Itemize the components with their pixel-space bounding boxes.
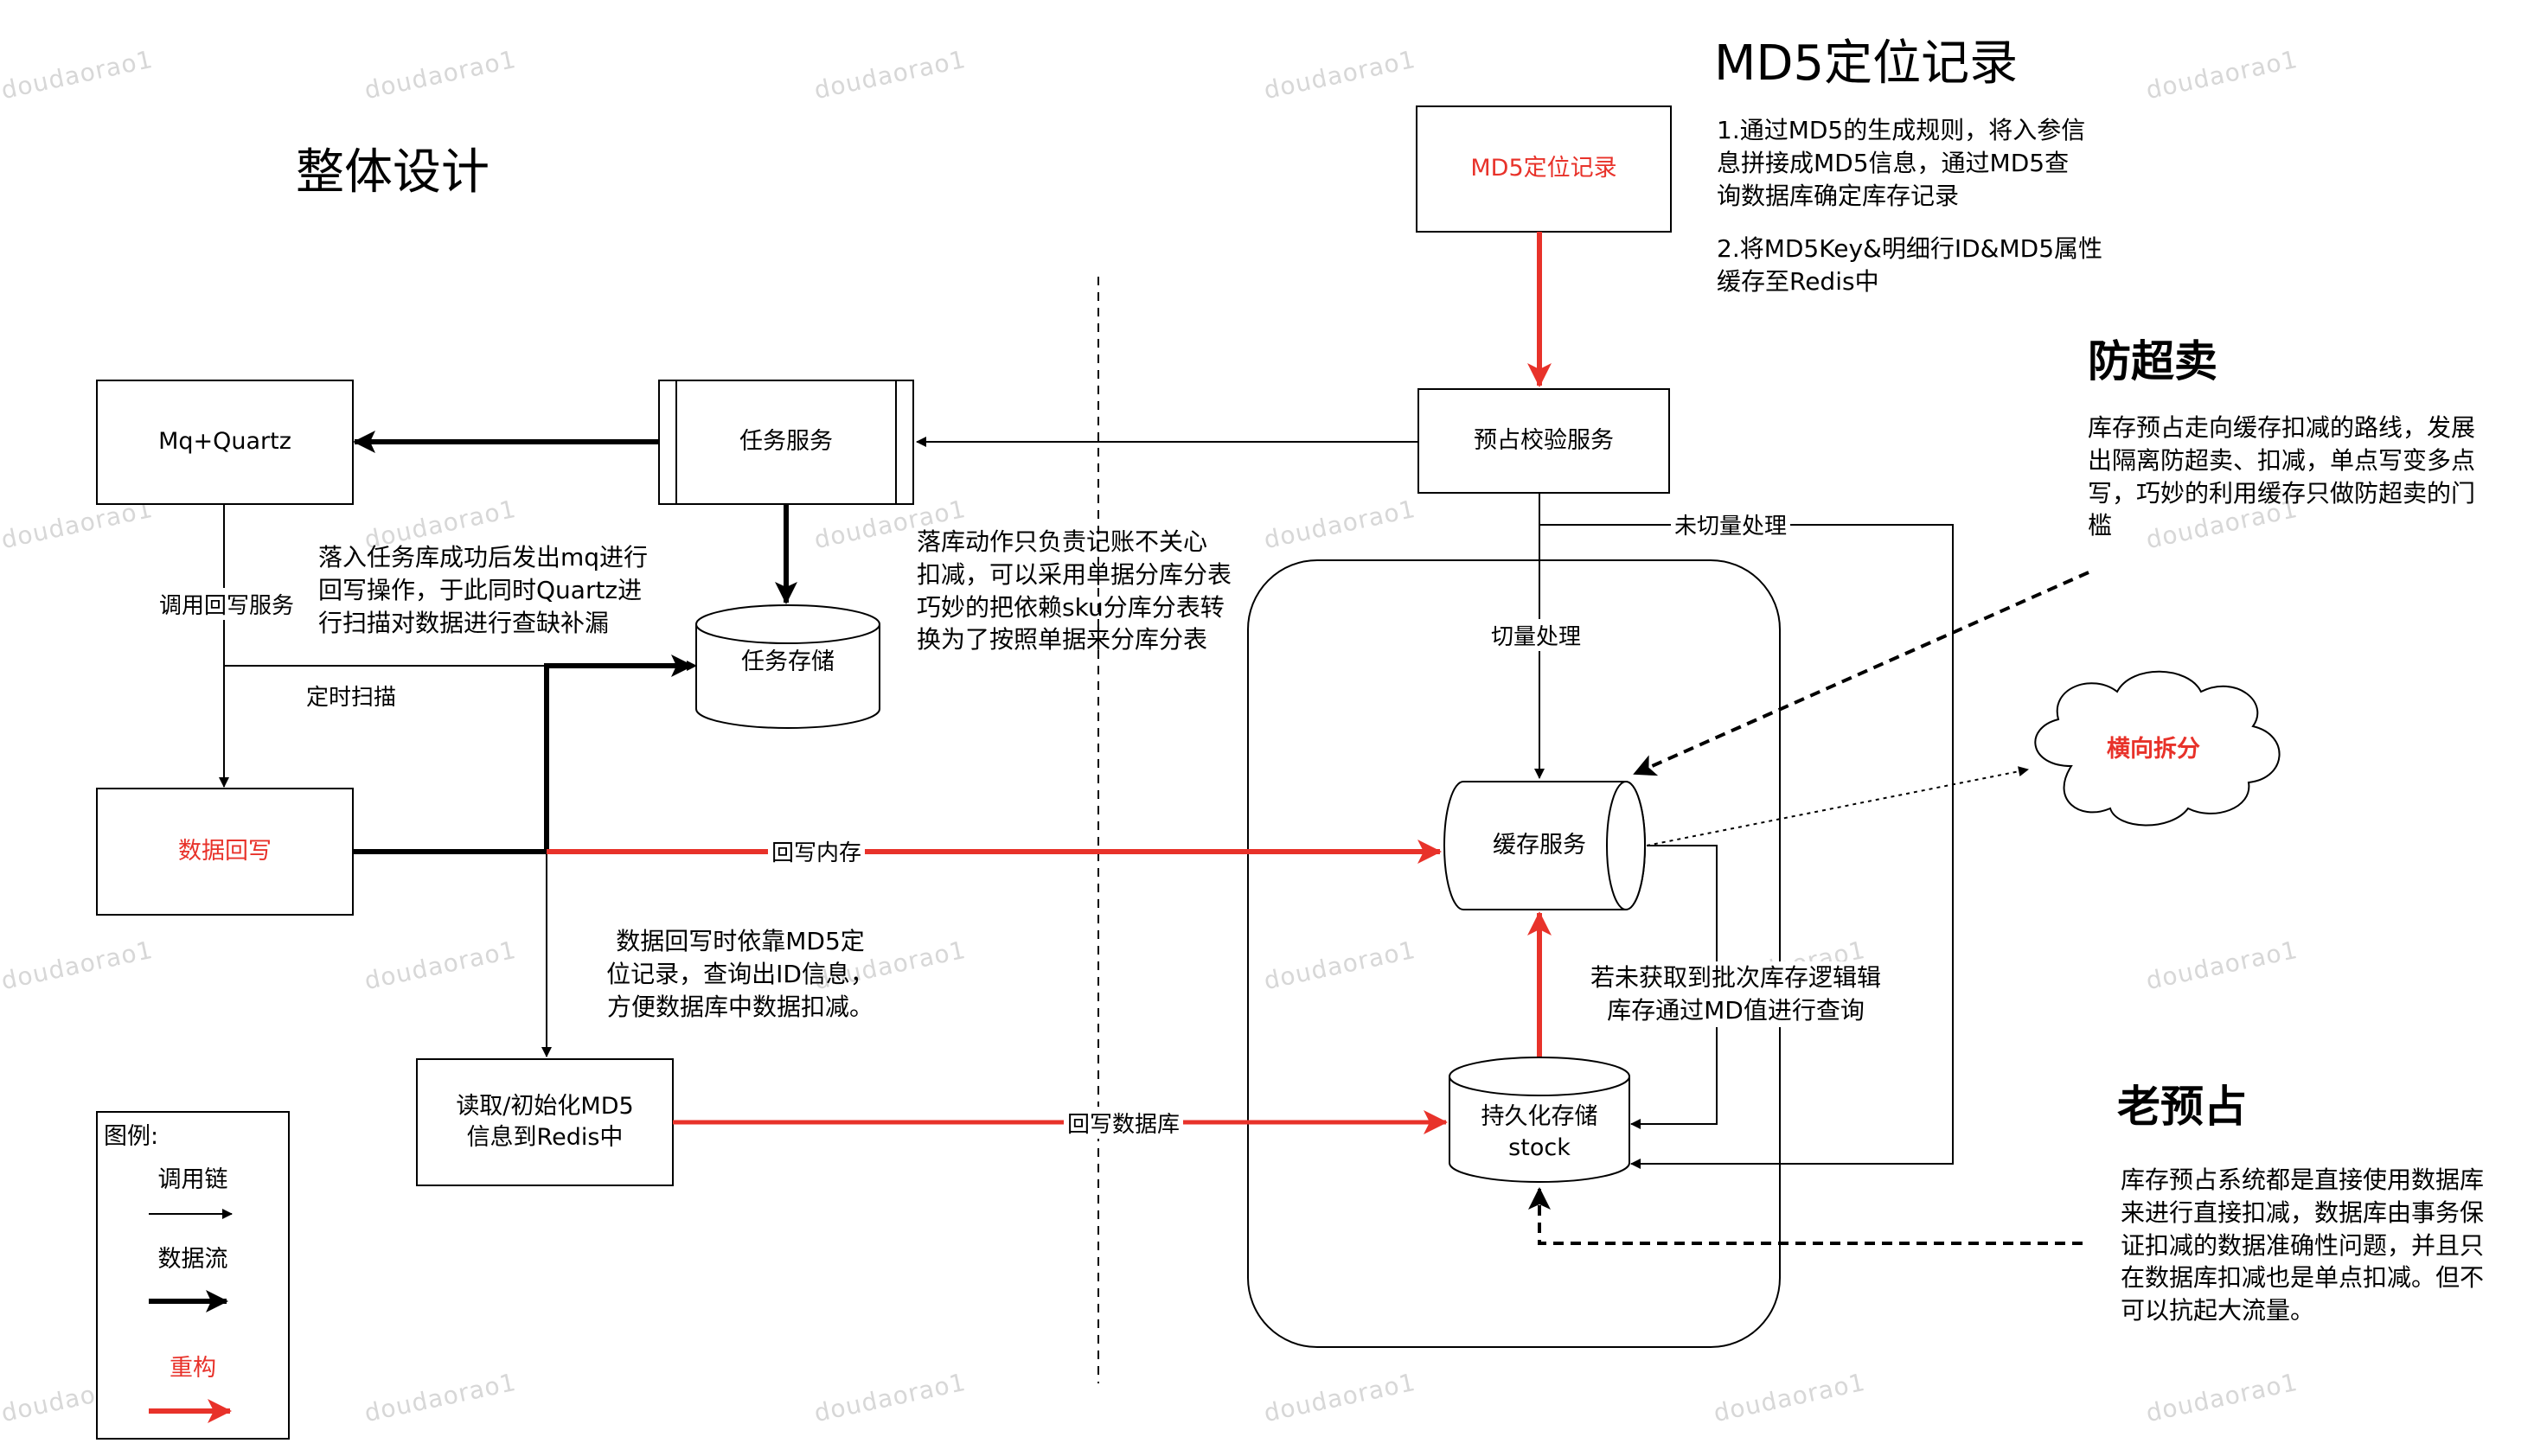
read-init-md5-box[interactable]: [416, 1058, 674, 1186]
mq-desc-line: 落入任务库成功后发出mq进行: [318, 543, 649, 572]
title-overall: 整体设计: [296, 144, 490, 201]
anti-oversell-desc-line: 槛: [2088, 511, 2113, 540]
read-init-md5-label: 读取/初始化MD5 信息到Redis中: [417, 1059, 673, 1185]
legend-title: 图例:: [104, 1123, 159, 1150]
reserve-check-label: 预占校验服务: [1474, 426, 1614, 454]
edge-label-writeback-memory: 回写内存: [768, 835, 866, 867]
edge-label-scheduled-scan: 定时扫描: [306, 685, 397, 711]
old-reserve-desc-line: 库存预占系统都是直接使用数据库: [2121, 1165, 2485, 1194]
anti-oversell-desc-line: 库存预占走向缓存扣减的路线，发展: [2088, 413, 2476, 442]
edge-label-uncut-processing: 未切量处理: [1671, 508, 1791, 540]
old-reserve-desc-line: 证扣减的数据准确性问题，并且只: [2121, 1230, 2485, 1260]
old-reserve-desc-line: 在数据库扣减也是单点扣减。但不: [2121, 1263, 2485, 1293]
title-old-reserve: 老预占: [2117, 1082, 2247, 1132]
md5-desc-line: 缓存至Redis中: [1717, 267, 1879, 297]
horizontal-split-cloud[interactable]: [2034, 670, 2281, 827]
task-storage-cylinder[interactable]: [695, 604, 880, 729]
data-writeback-label: 数据回写: [178, 837, 272, 865]
md5-desc-line: 息拼接成MD5信息，通过MD5查: [1717, 148, 2070, 177]
old-reserve-desc-line: 可以抗起大流量。: [2121, 1296, 2315, 1325]
cache-zone-container: [1247, 559, 1781, 1348]
anti-oversell-description: 库存预占走向缓存扣减的路线，发展 出隔离防超卖、扣减，单点写变多点 写，巧妙的利…: [2088, 412, 2475, 542]
persistent-storage-label: 持久化存储 stock: [1449, 1098, 1629, 1167]
md5-desc-line: 询数据库确定库存记录: [1717, 181, 1960, 210]
md5-desc-line: 2.将MD5Key&明细行ID&MD5属性: [1717, 234, 2103, 264]
legend-call-chain-label: 调用链: [157, 1166, 228, 1193]
anti-oversell-desc-line: 出隔离防超卖、扣减，单点写变多点: [2088, 445, 2476, 475]
storage-desc-line: 巧妙的把依赖sku分库分表转: [917, 592, 1225, 622]
md5-locate-label: MD5定位记录: [1470, 155, 1617, 182]
cache-service-cylinder[interactable]: [1443, 781, 1646, 910]
edge-old-reserve-dashed: [1528, 1187, 2083, 1245]
persistent-storage-cylinder[interactable]: [1449, 1057, 1630, 1183]
md5-description: 1.通过MD5的生成规则，将入参信 息拼接成MD5信息，通过MD5查 询数据库确…: [1717, 114, 2102, 298]
mq-description: 落入任务库成功后发出mq进行 回写操作，于此同时Quartz进 行扫描对数据进行…: [318, 541, 648, 639]
writeback-md5-desc-line: 数据回写时依靠MD5定: [616, 927, 865, 955]
storage-desc-line: 落库动作只负责记账不关心: [917, 527, 1208, 556]
cache-fallback-desc-line: 库存通过MD值进行查询: [1607, 995, 1865, 1025]
edge-anti-oversell-dashed: [1633, 571, 2089, 776]
mq-quartz-box[interactable]: [96, 380, 354, 505]
mq-desc-line: 回写操作，于此同时Quartz进: [318, 575, 643, 604]
task-service-box[interactable]: [658, 380, 914, 505]
old-reserve-description: 库存预占系统都是直接使用数据库 来进行直接扣减，数据库由事务保 证扣减的数据准确…: [2121, 1164, 2484, 1327]
mq-quartz-label: Mq+Quartz: [158, 428, 291, 456]
edge-cache-to-cloud: [1646, 766, 2029, 846]
storage-description: 落库动作只负责记账不关心 扣减，可以采用单据分库分表 巧妙的把依赖sku分库分表…: [917, 526, 1232, 656]
persistent-line2: stock: [1508, 1134, 1571, 1161]
reserve-check-box[interactable]: [1417, 388, 1670, 494]
edge-label-call-writeback: 调用回写服务: [156, 588, 298, 620]
writeback-md5-desc-line: 位记录，查询出ID信息，: [606, 959, 874, 988]
storage-desc-line: 换为了按照单据来分库分表: [917, 625, 1208, 655]
storage-desc-line: 扣减，可以采用单据分库分表: [917, 559, 1232, 589]
task-service-label: 任务服务: [739, 428, 833, 456]
writeback-md5-description: 数据回写时依靠MD5定 位记录，查询出ID信息， 方便数据库中数据扣减。: [593, 925, 887, 1023]
read-init-md5-line2: 信息到Redis中: [466, 1124, 624, 1151]
title-md5: MD5定位记录: [1714, 35, 2019, 92]
edge-label-cut-processing: 切量处理: [1488, 619, 1585, 651]
legend-box: [96, 1111, 290, 1440]
edge-label-writeback-db: 回写数据库: [1064, 1107, 1184, 1139]
cache-fallback-desc-line: 若未获取到批次库存逻辑辑: [1590, 963, 1881, 992]
cache-fallback-description: 若未获取到批次库存逻辑辑 库存通过MD值进行查询: [1576, 961, 1896, 1027]
horizontal-split-label: 横向拆分: [2107, 735, 2200, 763]
md5-locate-box[interactable]: [1416, 105, 1672, 233]
writeback-md5-desc-line: 方便数据库中数据扣减。: [606, 992, 873, 1021]
md5-desc-line: [1717, 212, 2102, 233]
edge-writeback-to-storage: [353, 655, 694, 854]
title-anti-oversell: 防超卖: [2088, 336, 2217, 386]
legend-data-flow-label: 数据流: [157, 1246, 228, 1273]
read-init-md5-line1: 读取/初始化MD5: [456, 1092, 634, 1120]
task-storage-label: 任务存储: [741, 648, 835, 675]
cache-service-label: 缓存服务: [1493, 831, 1586, 859]
legend-refactor-label: 重构: [170, 1355, 216, 1382]
mq-desc-line: 行扫描对数据进行查缺补漏: [318, 608, 610, 637]
persistent-line1: 持久化存储: [1481, 1102, 1598, 1130]
old-reserve-desc-line: 来进行直接扣减，数据库由事务保: [2121, 1197, 2485, 1227]
md5-desc-line: 1.通过MD5的生成规则，将入参信: [1717, 116, 2086, 144]
anti-oversell-desc-line: 写，巧妙的利用缓存只做防超卖的门: [2088, 478, 2476, 508]
